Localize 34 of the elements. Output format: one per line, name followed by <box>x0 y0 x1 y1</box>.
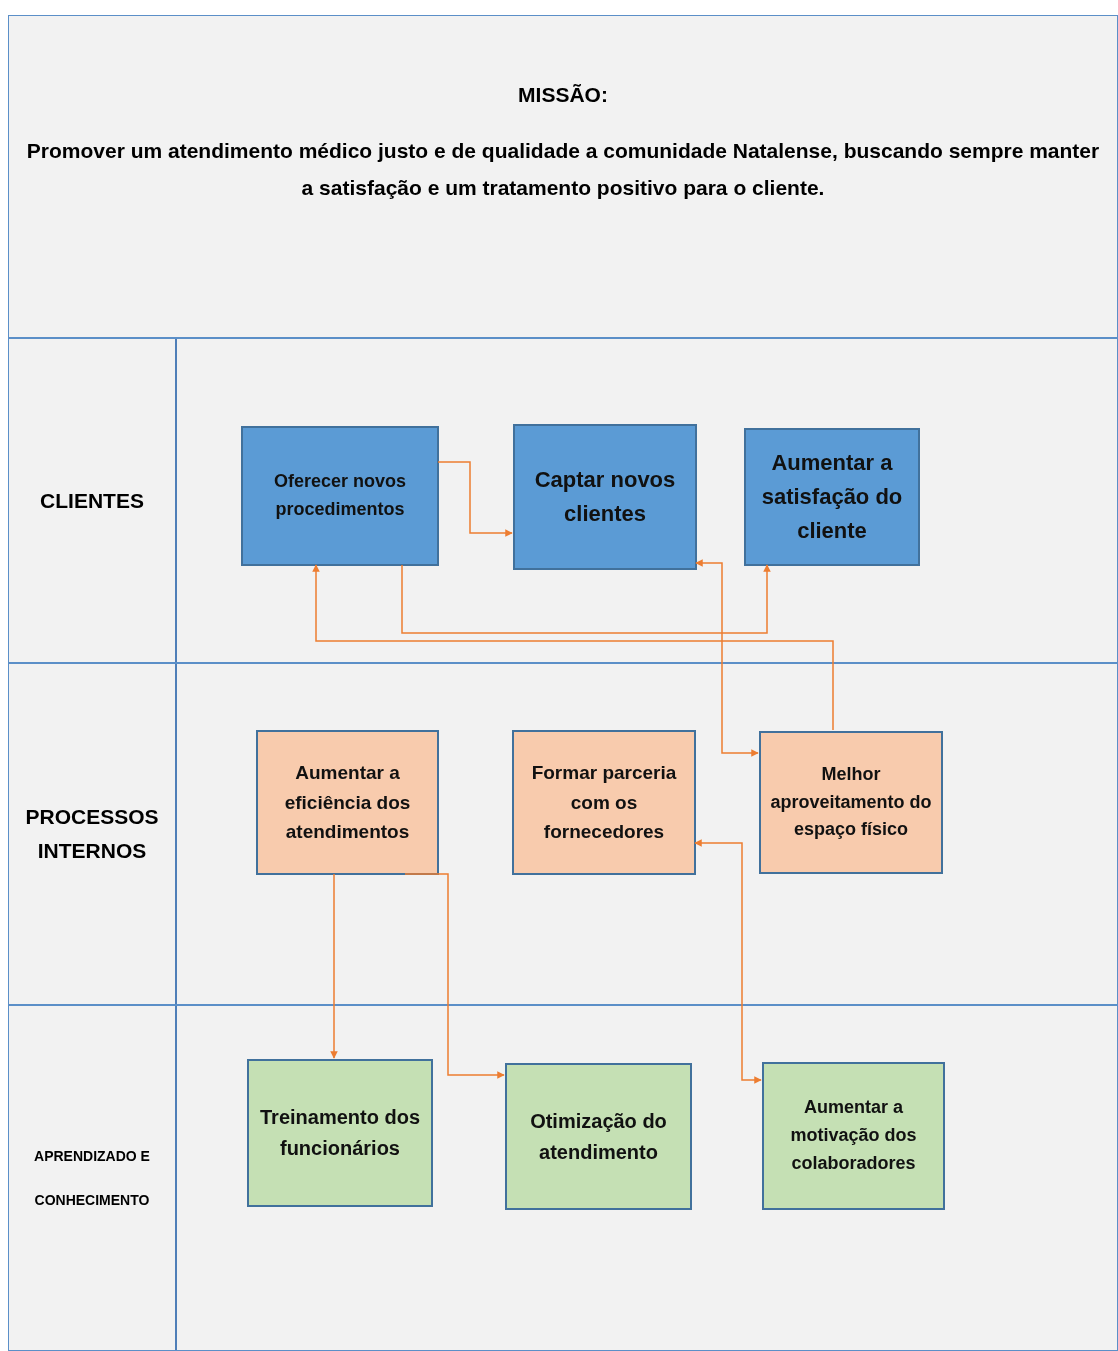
objective-text: Formar parceria com os fornecedores <box>530 761 678 845</box>
connector-arrow <box>694 839 762 1084</box>
objective-text: Aumentar a motivação dos colaboradores <box>789 1096 918 1175</box>
swimlane <box>8 663 1118 1005</box>
swimlane <box>8 338 1118 663</box>
objective-box <box>759 731 943 874</box>
lane-label: CLIENTES <box>39 487 145 514</box>
connector-arrow <box>401 564 771 634</box>
mission-statement: Promover um atendimento médico justo e de qualidade a comunidade Natalense, buscando sempre manter a satisfação e um tratamento positivo para o cliente. <box>25 138 1101 201</box>
objective-box <box>762 1062 945 1210</box>
swimlane <box>8 1005 1118 1351</box>
lane-label: APRENDIZADO E CONHECIMENTO <box>33 1147 151 1210</box>
objective-text: Otimização do atendimento <box>529 1108 668 1165</box>
objective-box <box>256 730 439 875</box>
objective-box <box>744 428 920 566</box>
mission-panel <box>8 15 1118 338</box>
objective-text: Oferecer novos procedimentos <box>272 470 408 521</box>
objective-box <box>512 730 696 875</box>
objective-box <box>241 426 439 566</box>
objective-box <box>247 1059 433 1207</box>
connector-arrow <box>404 873 505 1079</box>
objective-text: Melhor aproveitamento do espaço físico <box>769 762 933 842</box>
lane-label: PROCESSOS INTERNOS <box>24 804 160 864</box>
objective-text: Aumentar a eficiência dos atendimentos <box>283 761 412 845</box>
connector-arrow <box>695 559 759 757</box>
mission-heading: MISSÃO: <box>517 82 609 108</box>
objective-text: Aumentar a satisfação do cliente <box>760 448 904 546</box>
connector-arrow <box>312 564 834 731</box>
connector-arrow <box>330 873 338 1059</box>
objective-box <box>513 424 697 570</box>
connector-arrow <box>437 461 513 537</box>
objective-text: Treinamento dos funcionários <box>259 1105 421 1161</box>
objective-box <box>505 1063 692 1210</box>
objective-text: Captar novos clientes <box>533 465 677 528</box>
